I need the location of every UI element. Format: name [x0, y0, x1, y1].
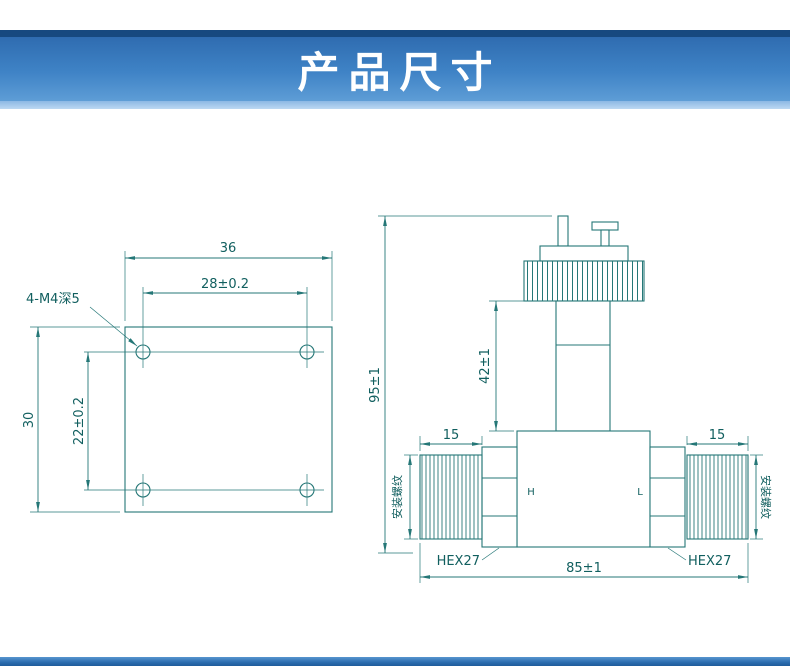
dim-text-thread-left: 15	[443, 428, 460, 443]
mounting-hole	[299, 482, 315, 498]
banner-bottom-strip	[0, 101, 790, 109]
hex-callout-left: HEX27	[437, 547, 500, 569]
banner: 产品尺寸	[0, 30, 790, 109]
sensor-neck	[555, 300, 611, 432]
dim-text-neck-height: 42±1	[478, 348, 493, 384]
transducer-side-view: H L 95±1	[368, 215, 773, 583]
port-low-label: L	[637, 487, 643, 498]
dim-overall-width: 85±1	[419, 543, 749, 583]
sensor-body	[516, 430, 651, 548]
mount-thread-label-left: 安装螺纹	[390, 454, 418, 540]
dim-thread-left: 15	[419, 428, 483, 451]
connector-pins	[557, 215, 619, 247]
hole-callout: 4-M4深5	[26, 292, 138, 347]
dim-text-overall-width: 85±1	[566, 561, 602, 576]
dim-plate-hole-spacing-x: 28±0.2	[143, 277, 307, 295]
hex-nut-right	[649, 446, 686, 548]
dim-text-plate-hole-spacing-x: 28±0.2	[201, 277, 249, 292]
mount-thread-text-right: 安装螺纹	[759, 475, 773, 519]
plate-outline	[124, 326, 333, 513]
hex-callout-right: HEX27	[667, 547, 731, 569]
banner-main: 产品尺寸	[0, 37, 790, 101]
dim-thread-right: 15	[686, 428, 749, 451]
connector-housing	[539, 245, 629, 262]
hex-callout-text-left: HEX27	[437, 554, 480, 569]
mount-thread-label-right: 安装螺纹	[750, 454, 773, 540]
dim-text-overall-height: 95±1	[368, 367, 383, 403]
page-title: 产品尺寸	[297, 48, 502, 96]
mounting-hole	[135, 344, 151, 360]
dim-overall-height: 95±1	[368, 215, 552, 554]
dim-plate-hole-spacing-y: 22±0.2	[72, 352, 90, 490]
mounting-hole	[135, 482, 151, 498]
port-high-label: H	[527, 487, 535, 498]
dim-text-plate-hole-spacing-y: 22±0.2	[72, 397, 87, 445]
mount-thread-text-left: 安装螺纹	[390, 475, 404, 519]
thread-left	[419, 454, 483, 540]
dim-text-plate-height-total: 30	[22, 412, 37, 429]
mounting-hole	[299, 344, 315, 360]
banner-top-strip	[0, 30, 790, 37]
dim-text-thread-right: 15	[709, 428, 726, 443]
hex-callout-text-right: HEX27	[688, 554, 731, 569]
footer-strip	[0, 657, 790, 666]
dim-neck-height: 42±1	[478, 300, 552, 432]
dim-plate-height-total: 30	[22, 326, 120, 513]
dim-plate-width-total: 36	[124, 241, 333, 321]
connector-ribbed-block	[523, 260, 645, 302]
hex-nut-left	[481, 446, 518, 548]
dim-text-plate-width-total: 36	[220, 241, 237, 256]
plate-top-view: 36 28±0.2 4-M4深5 30 22±0.2	[22, 241, 333, 513]
thread-right	[686, 454, 749, 540]
hole-callout-text: 4-M4深5	[26, 292, 80, 307]
